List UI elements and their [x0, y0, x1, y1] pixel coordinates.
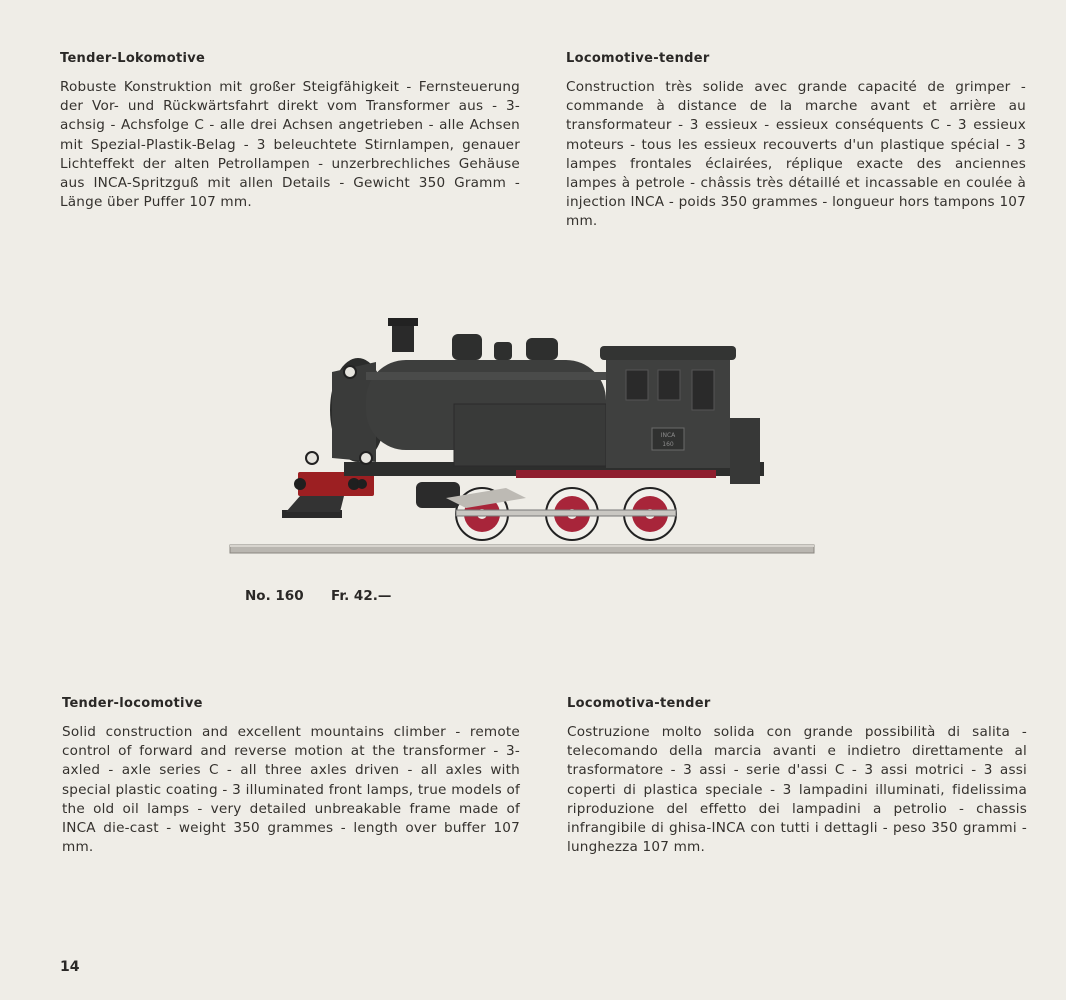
section-german: Tender-Lokomotive Robuste Konstruktion m…: [60, 51, 520, 212]
cylinder: [416, 482, 460, 508]
cab-window: [625, 369, 649, 401]
section-text: Costruzione molto solida con grande poss…: [567, 724, 1027, 856]
side-tank: [453, 403, 607, 467]
section-italian: Locomotiva-tender Costruzione molto soli…: [567, 696, 1027, 857]
chimney: [392, 322, 414, 352]
headlamp-left: [305, 451, 319, 465]
svg-text:160: 160: [662, 441, 674, 448]
buffer-left: [294, 478, 306, 490]
section-text: Solid construction and excellent mountai…: [62, 724, 520, 856]
front-platform: [282, 510, 342, 518]
product-price-line: No. 160 Fr. 42.—: [245, 588, 391, 604]
product-price: Fr. 42.—: [331, 588, 392, 604]
section-french: Locomotive-tender Construction très soli…: [566, 51, 1026, 232]
buffer-beam: [298, 472, 374, 496]
steam-dome: [452, 334, 482, 360]
page-number: 14: [60, 959, 80, 975]
section-text: Robuste Konstruktion mit großer Steigfäh…: [60, 79, 520, 211]
cab-number-plate: [651, 427, 685, 451]
product-number: No. 160: [245, 588, 304, 604]
section-title: Locomotiva-tender: [567, 696, 711, 711]
section-text: Construction très solide avec grande cap…: [566, 79, 1026, 230]
headlamp-right: [359, 451, 373, 465]
sand-dome: [526, 338, 558, 360]
locomotive-illustration: INCA 160: [229, 318, 815, 554]
section-title: Tender-locomotive: [62, 696, 203, 711]
section-title: Locomotive-tender: [566, 51, 710, 66]
section-english: Tender-locomotive Solid construction and…: [62, 696, 520, 857]
section-title: Tender-Lokomotive: [60, 51, 206, 66]
coal-bunker: [730, 418, 760, 484]
headlamp-top: [343, 365, 357, 379]
buffer-right: [348, 478, 360, 490]
coupling-rod: [455, 509, 677, 517]
svg-text:INCA: INCA: [661, 432, 676, 439]
